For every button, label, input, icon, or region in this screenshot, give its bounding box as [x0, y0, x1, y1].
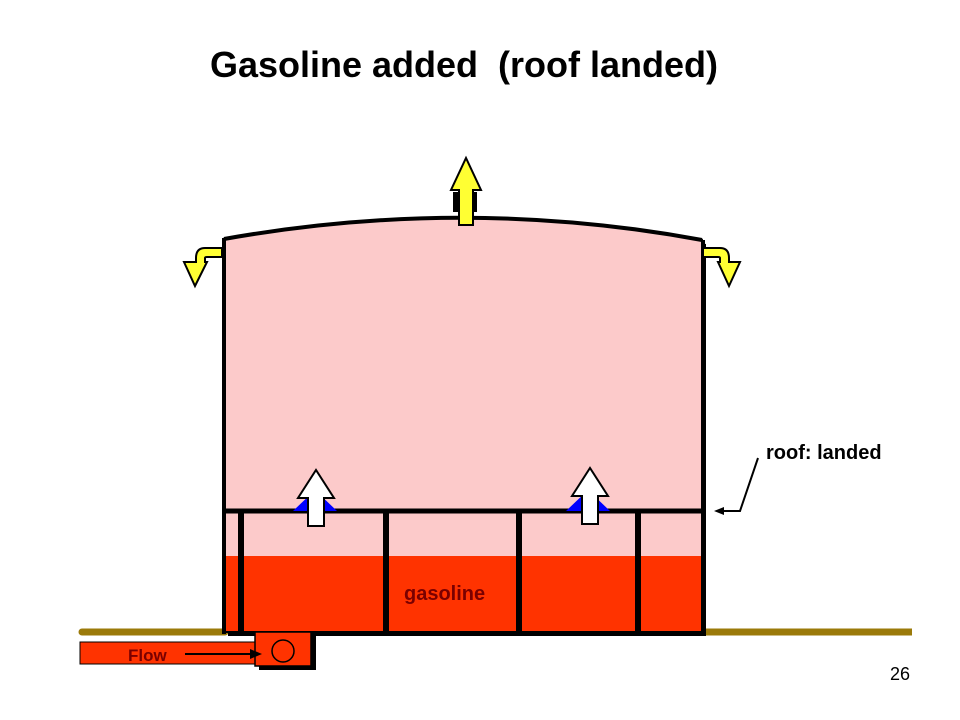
roof-leg	[635, 511, 641, 633]
tank-wall-left	[222, 238, 226, 634]
roof-callout-line	[717, 457, 759, 512]
tank-wall-right	[701, 240, 705, 634]
roof-leg	[516, 511, 522, 633]
flow-arrow-head	[250, 649, 262, 659]
gasoline-liquid	[225, 556, 701, 631]
flow-label: Flow	[128, 646, 167, 665]
roof-leg	[383, 511, 389, 633]
page-number: 26	[889, 664, 910, 684]
gasoline-label: gasoline	[404, 583, 485, 605]
roof-leg	[238, 511, 244, 633]
roof-status-label: roof: landed	[766, 442, 882, 464]
right-vent-arrow	[702, 247, 742, 289]
roof-callout-arrowhead	[714, 507, 724, 515]
vapor-up-arrow	[296, 468, 336, 527]
top-vent-arrow	[449, 155, 483, 226]
slide-title: Gasoline added (roof landed)	[209, 44, 719, 85]
vapor-up-arrow	[570, 466, 610, 525]
left-vent-arrow	[182, 247, 223, 289]
valve-icon	[271, 639, 295, 663]
